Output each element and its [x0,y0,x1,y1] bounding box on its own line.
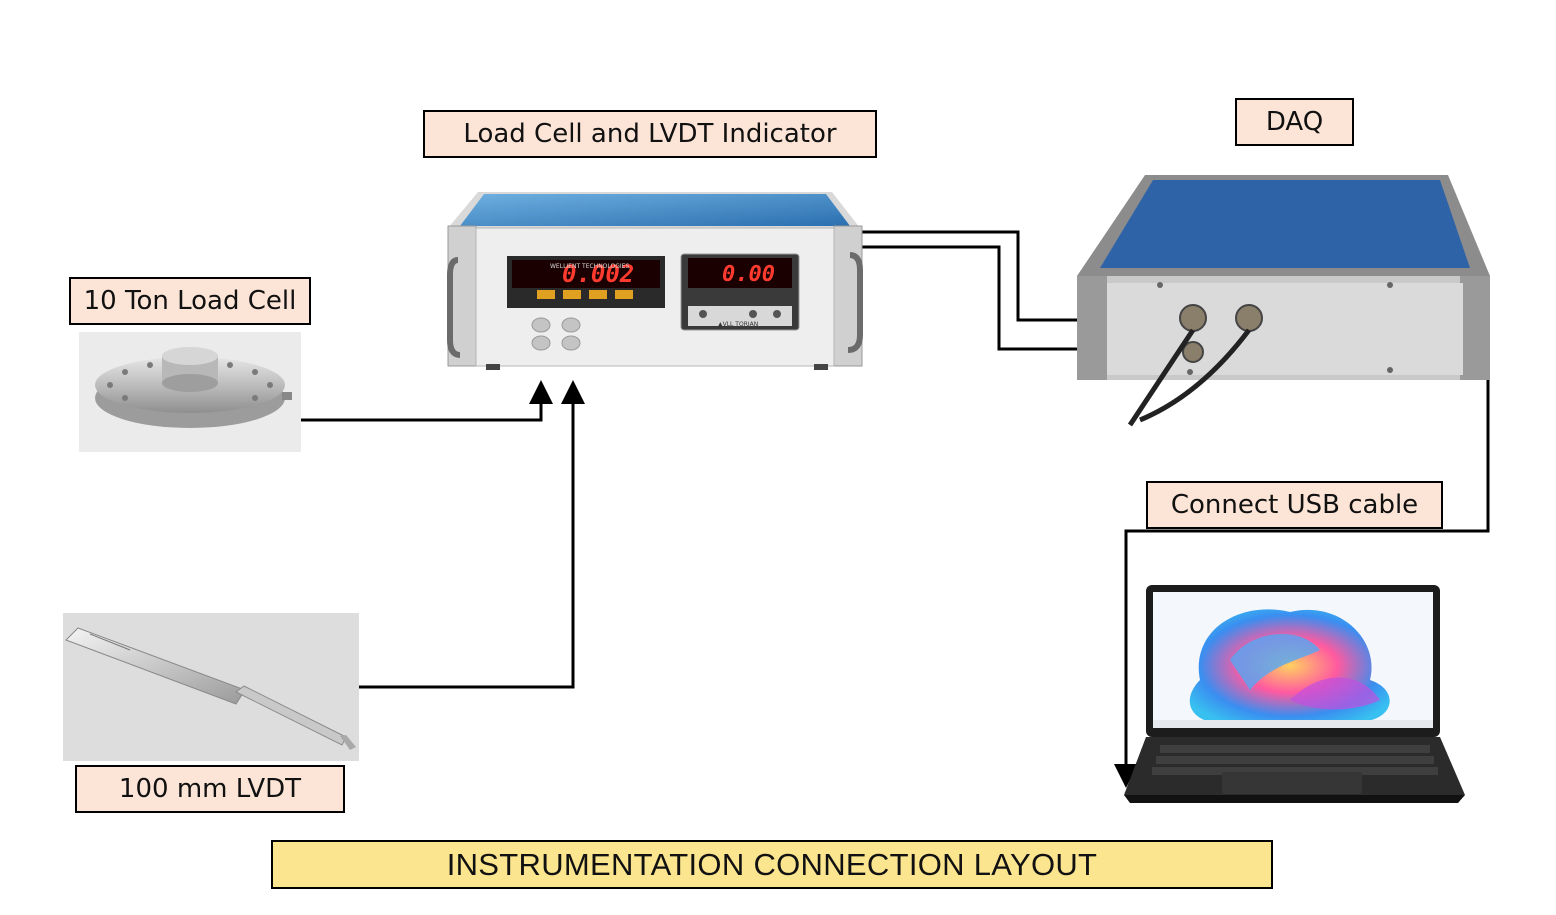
usb-cable [1114,278,1490,788]
left-display-value: 0.002 [562,260,634,288]
lvdt-image [63,613,359,761]
usb-cable-label: Connect USB cable [1146,481,1443,529]
left-display-brand: WELLIENT TECHNOLOGIES [550,263,629,270]
lvdt-cable [359,380,585,689]
load-cell-cable [300,380,553,422]
lvdt-label: 100 mm LVDT [75,765,345,813]
right-display-value: 0.00 [722,262,775,287]
laptop [1124,585,1465,803]
right-display-brand: ▲VLL TORIAN [718,321,758,328]
daq-device [1077,175,1490,427]
indicator-device: 0.002 WELLIENT TECHNOLOGIES 0.00 ▲VLL TO… [447,192,863,370]
load-cell-image [79,332,301,452]
daq-label: DAQ [1235,98,1354,146]
diagram-title: INSTRUMENTATION CONNECTION LAYOUT [271,840,1273,889]
load-cell-label: 10 Ton Load Cell [69,277,311,325]
indicator-label: Load Cell and LVDT Indicator [423,110,877,158]
